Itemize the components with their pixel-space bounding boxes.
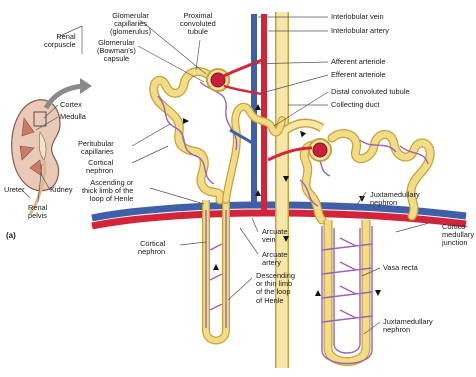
label-renal-corpuscle: Renal corpuscle — [44, 33, 76, 49]
label-cortico-medullary-junction: Cortico- medullary junction — [442, 223, 474, 248]
leader-line — [258, 75, 328, 94]
kidney-outline — [12, 100, 60, 191]
label-peritubular-capillaries: Peritubular capillaries — [78, 140, 114, 156]
leader-line — [252, 218, 258, 232]
label-juxtamedullary-nephron-top: Juxtamedullary nephron — [370, 191, 420, 207]
leader-line — [132, 146, 168, 163]
label-cortical-nephron-bottom: Cortical nephron — [138, 240, 165, 256]
flow-arrow — [375, 290, 381, 296]
label-interlobular-artery: Interlobular artery — [331, 27, 389, 35]
label-efferent-arteriole: Efferent arteriole — [331, 71, 386, 79]
leader-line — [150, 188, 204, 204]
label-medulla: Medulla — [60, 113, 86, 121]
label-distal-tubule: Distal convoluted tubule — [331, 88, 409, 96]
label-renal-pelvis: Renal pelvis — [28, 204, 47, 220]
label-arcuate-artery: Arcuate artery — [262, 251, 287, 267]
cortical-loop-of-henle — [206, 200, 226, 341]
flow-arrow — [298, 129, 306, 137]
flow-arrow — [213, 264, 219, 270]
label-glomerular-capsule: Glomerular (Bowman's) capsule — [97, 39, 136, 64]
label-ureter: Ureter — [4, 186, 25, 194]
label-proximal-tubule: Proximal convoluted tubule — [180, 12, 216, 37]
label-arcuate-vein: Arcuate vein — [262, 228, 287, 244]
label-juxtamedullary-nephron-bottom: Juxtamedullary nephron — [383, 318, 433, 334]
label-afferent-arteriole: Afferent arteriole — [331, 58, 386, 66]
cortical-glomerulus — [211, 73, 225, 87]
label-kidney: Kidney — [50, 186, 73, 194]
label-glomerular-capillaries: Glomerular capillaries (glomerulus) — [110, 12, 151, 37]
label-collecting-duct: Collecting duct — [331, 101, 379, 109]
label-cortical-nephron-top: Cortical nephron — [86, 159, 113, 175]
leader-line — [240, 228, 258, 254]
juxta-glomerulus — [313, 143, 327, 157]
flow-arrow — [183, 118, 189, 124]
label-descending-limb: Descending or thin limb of the loop of H… — [256, 272, 295, 305]
label-cortex: Cortex — [60, 101, 82, 109]
leader-line — [196, 40, 200, 70]
leader-line — [228, 278, 252, 300]
leader-line — [132, 124, 170, 146]
label-panel-a: (a) — [6, 232, 16, 240]
label-interlobular-vein: Interlobular vein — [331, 13, 384, 21]
flow-arrow — [315, 290, 321, 296]
label-vasa-recta: Vasa recta — [383, 264, 418, 272]
label-ascending-limb: Ascending or thick limb of the loop of H… — [82, 179, 133, 204]
zoom-arrowhead — [80, 78, 92, 94]
